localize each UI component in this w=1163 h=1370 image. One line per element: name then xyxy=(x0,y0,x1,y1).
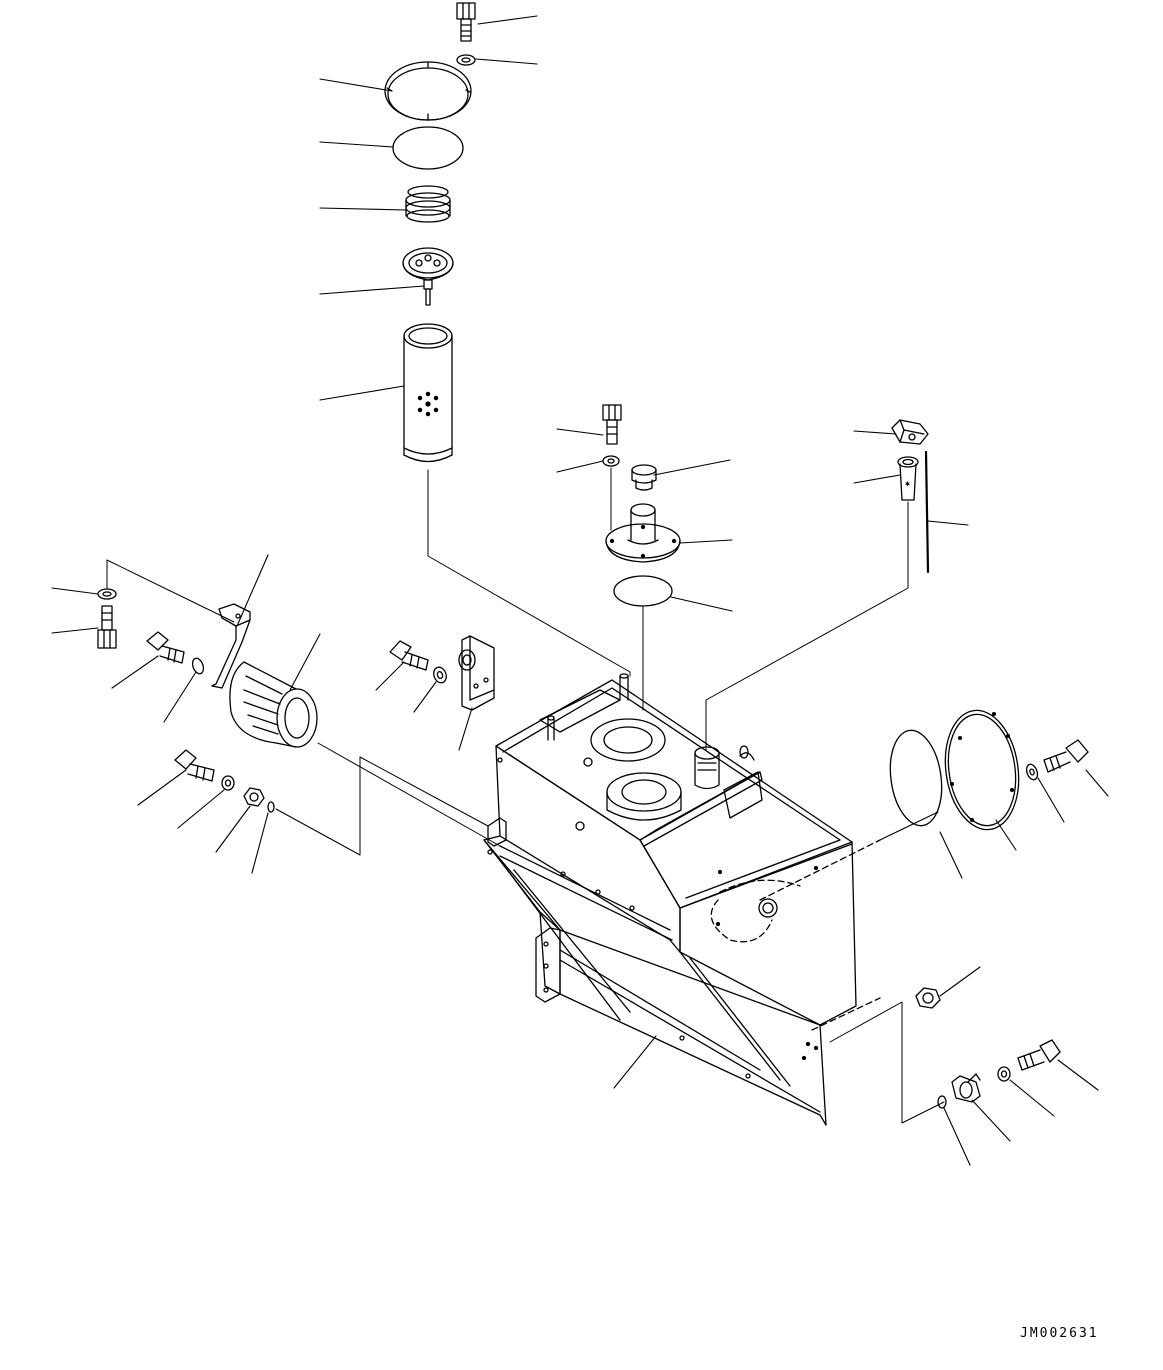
left-washer-1 xyxy=(98,589,116,599)
left-washer-1-hole xyxy=(103,592,111,596)
center-washer-2 xyxy=(432,665,449,684)
mounting-bracket-left xyxy=(212,604,250,688)
left-washer-2 xyxy=(191,657,206,675)
leader-lines-left-lower xyxy=(138,770,268,873)
filter-valve-cap xyxy=(403,248,453,305)
center-bolt xyxy=(603,405,621,444)
cover-o-ring xyxy=(393,127,463,169)
svg-text:✱: ✱ xyxy=(905,479,910,488)
left-bolt-3 xyxy=(175,750,214,781)
leader-lines-left-upper xyxy=(52,555,320,722)
left-bolt-1 xyxy=(98,606,116,648)
top-cap-washer xyxy=(457,55,475,65)
side-cover-plate xyxy=(938,706,1026,835)
top-cap-washer-hole xyxy=(462,58,470,62)
center-washer-2-hole xyxy=(436,671,443,679)
right-bolt-2 xyxy=(1018,1040,1060,1070)
suction-strainer xyxy=(230,662,317,747)
left-nut xyxy=(244,788,264,806)
temperature-sensor xyxy=(952,1074,980,1102)
sensor-o-ring xyxy=(938,1096,946,1108)
level-sensor-rod xyxy=(926,452,928,572)
side-cover-o-ring xyxy=(885,727,948,829)
filler-neck-flange xyxy=(606,504,680,562)
filter-spring xyxy=(406,186,450,222)
center-bolt-2 xyxy=(390,641,428,670)
left-washer-3-hole xyxy=(226,780,231,786)
leader-lines-center xyxy=(557,429,732,611)
level-sensor-plug: ✱ xyxy=(898,457,918,500)
leader-lines-right xyxy=(880,770,1108,996)
left-bolt-2 xyxy=(147,632,184,663)
filter-cover-plate xyxy=(385,62,471,120)
drawing-code: JM002631 xyxy=(1020,1326,1099,1341)
leader-lines-lower-right xyxy=(830,1002,1098,1165)
left-small-o-ring xyxy=(268,802,274,812)
filter-element-cylinder xyxy=(404,324,452,462)
right-bolt-1 xyxy=(1044,740,1088,772)
top-cap-bolt xyxy=(457,3,475,41)
drain-plug xyxy=(916,988,940,1008)
level-sensor-connector xyxy=(892,420,928,444)
leader-lines-center-bracket xyxy=(376,662,472,750)
right-washer-1 xyxy=(1025,763,1040,781)
right-washer-1-hole xyxy=(1029,768,1035,775)
center-washer-hole xyxy=(608,459,614,463)
hose-clamp-bracket xyxy=(459,636,494,710)
hydraulic-tank-body xyxy=(484,674,880,1125)
flange-o-ring xyxy=(614,576,672,606)
breather-plug xyxy=(632,465,656,490)
leader-lines-sensor xyxy=(854,431,968,525)
center-washer xyxy=(603,456,619,466)
right-washer-2-hole xyxy=(1002,1071,1007,1077)
assembly-guide-lines xyxy=(107,468,908,855)
tank-leader xyxy=(614,1036,656,1088)
left-washer-3 xyxy=(222,776,234,790)
leader-lines-top xyxy=(320,16,537,400)
right-washer-2 xyxy=(998,1067,1010,1081)
